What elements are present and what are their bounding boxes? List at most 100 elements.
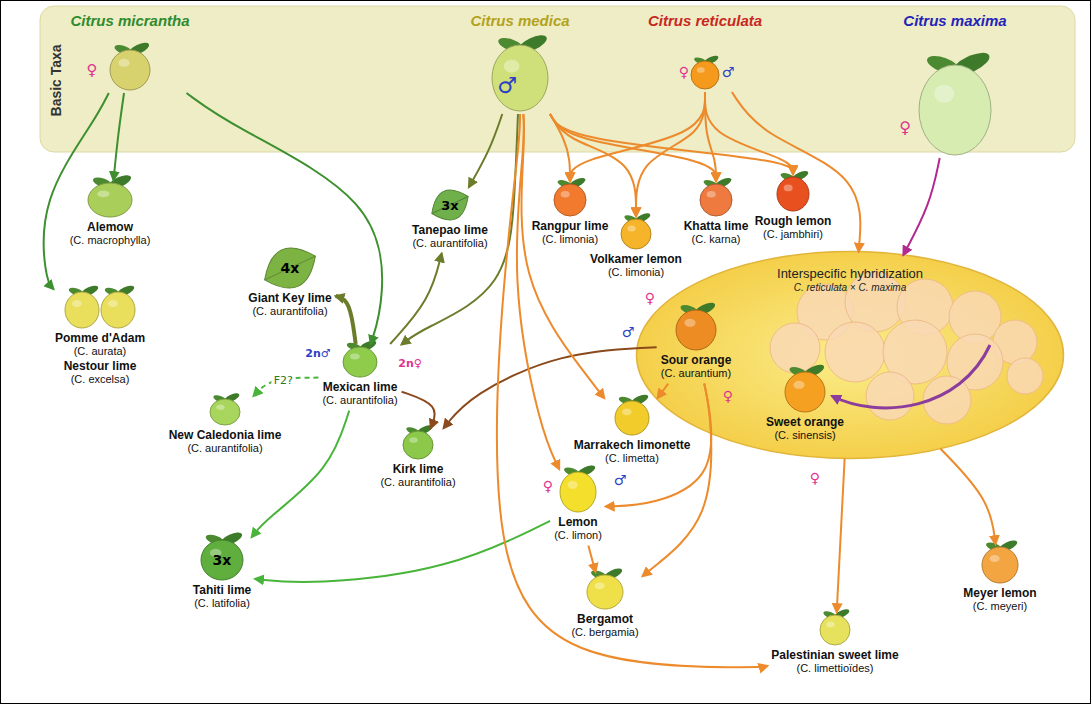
lineage-arrow	[336, 296, 356, 344]
symbol-anchor: 2n♀	[398, 353, 422, 371]
symbol-anchor: 3x	[213, 551, 232, 569]
fruit-picture	[426, 183, 475, 227]
fruit-node: Meyer lemon(C. meyeri)	[959, 544, 1040, 617]
node-text: C. reticulata × C. maxima	[635, 282, 1065, 294]
annotation-label: ♀	[87, 61, 98, 79]
fruit-picture	[820, 607, 851, 645]
annotation-label: ♀	[810, 470, 820, 486]
symbol-anchor: ♀	[87, 61, 98, 79]
node-text: (C. macrophylla)	[70, 234, 151, 247]
node-text: Pomme d'Adam	[55, 331, 145, 345]
symbol-anchor: ♀	[723, 387, 733, 405]
node-text: Meyer lemon	[963, 586, 1036, 600]
fruit-picture	[700, 176, 733, 216]
fruit-node: Marrakech limonette(C. limetta)	[570, 398, 695, 469]
node-text: (C. karna)	[684, 233, 749, 246]
fruit-picture	[621, 211, 652, 249]
symbol-anchor: ♂	[497, 74, 517, 98]
lineage-arrow	[588, 546, 595, 572]
annotation-label: ♂	[722, 64, 735, 80]
fruit-node: Rangpur lime(C. limonia)	[528, 181, 613, 250]
fruit-picture	[777, 169, 810, 211]
symbol-anchor: 2n♂	[305, 343, 330, 361]
symbol-anchor: 4x	[281, 259, 300, 277]
node-text: Citrus micrantha	[70, 12, 189, 30]
node-text: (C. aurantifolia)	[322, 394, 397, 407]
node-text: (C. limetta)	[574, 452, 691, 465]
symbol-anchor: ♀	[899, 119, 911, 137]
node-text: Sour orange	[661, 353, 732, 367]
fruit-picture	[554, 176, 587, 216]
symbol-anchor: ♀	[810, 469, 820, 487]
node-text: (C. aurantifolia)	[380, 476, 455, 489]
node-text: Khatta lime	[684, 219, 749, 233]
node-text: (C. aurantium)	[661, 367, 732, 380]
symbol-anchor: ♂	[622, 323, 635, 341]
node-text: (C. limonia)	[590, 266, 682, 279]
fruit-node: Giant Key lime(C. aurantifolia)	[244, 245, 335, 322]
annotation-label: ♀	[645, 290, 655, 306]
node-text: (C. sinensis)	[766, 429, 844, 442]
edge-label-anchor: F2?	[272, 370, 295, 388]
fruit-node: Bergamot(C. bergamia)	[567, 572, 642, 643]
node-text: New Caledonia lime	[169, 428, 282, 442]
fruit-picture	[343, 339, 378, 377]
annotation-label: ♂	[622, 324, 635, 340]
species-node: Citrus micrantha	[66, 10, 193, 93]
annotation-label: 2n♀	[398, 357, 422, 370]
node-text: (C. aurata)	[55, 345, 145, 358]
fruit-node: Lemon(C. limon)	[550, 469, 606, 546]
node-text: (C. aurantifolia)	[248, 305, 331, 318]
annotation-label: ♀	[543, 478, 553, 494]
annotation-label: 3x	[441, 198, 458, 213]
species-node: Citrus medica	[466, 10, 573, 114]
species-node: Citrus reticulata	[644, 10, 766, 92]
fruit-picture	[65, 284, 100, 328]
node-text: Alemow	[70, 220, 151, 234]
node-text: Marrakech limonette	[574, 438, 691, 452]
annotation-label: 4x	[281, 260, 300, 276]
node-text: Citrus medica	[470, 12, 569, 30]
node-text: Rangpur lime	[532, 219, 609, 233]
edge-label: F2?	[272, 374, 295, 387]
annotation-label: ♂	[614, 472, 627, 488]
annotation-label: ♂	[497, 73, 517, 98]
lineage-arrow	[390, 254, 441, 344]
node-text: (C. bergamia)	[571, 626, 638, 639]
fruit-picture	[560, 463, 597, 512]
fruit-node: Kirk lime(C. aurantifolia)	[376, 428, 459, 493]
node-text: (C. limettioïdes)	[771, 662, 898, 675]
node-text: (C. aurantifolia)	[169, 442, 282, 455]
node-text: Interspecific hybridization	[635, 266, 1065, 282]
node-text: Lemon	[554, 515, 602, 529]
lineage-arrow	[402, 392, 435, 428]
annotation-label: ♀	[723, 388, 733, 404]
fruit-picture	[919, 48, 992, 155]
annotation-label: ♀	[679, 64, 689, 80]
node-text: (C. excelsa)	[55, 373, 145, 386]
fruit-node: Palestinian sweet lime(C. limettioïdes)	[767, 612, 902, 679]
symbol-anchor: ♀	[679, 63, 689, 81]
fruit-node: Alemow(C. macrophylla)	[66, 180, 155, 251]
node-text: Mexican lime	[322, 380, 397, 394]
symbol-anchor: 3x	[441, 196, 458, 214]
hybridization-ellipse: Interspecific hybridizationC. reticulata…	[635, 250, 1065, 460]
node-text: Citrus reticulata	[648, 12, 762, 30]
fruit-node: Tanepao lime(C. aurantifolia)	[408, 187, 492, 254]
node-text: Palestinian sweet lime	[771, 648, 898, 662]
node-text: (C. aurantifolia)	[412, 237, 488, 250]
lineage-arrow	[444, 347, 657, 428]
annotation-label: ♀	[899, 118, 911, 137]
node-text: Basic Taxa	[48, 44, 65, 116]
fruit-picture	[88, 172, 133, 217]
node-text: Citrus maxima	[903, 12, 1006, 30]
fruit-node: Tahiti lime(C. latifolia)	[189, 537, 255, 614]
fruit-node: New Caledonia lime(C. aurantifolia)	[165, 396, 286, 459]
fruit-picture	[587, 566, 624, 609]
